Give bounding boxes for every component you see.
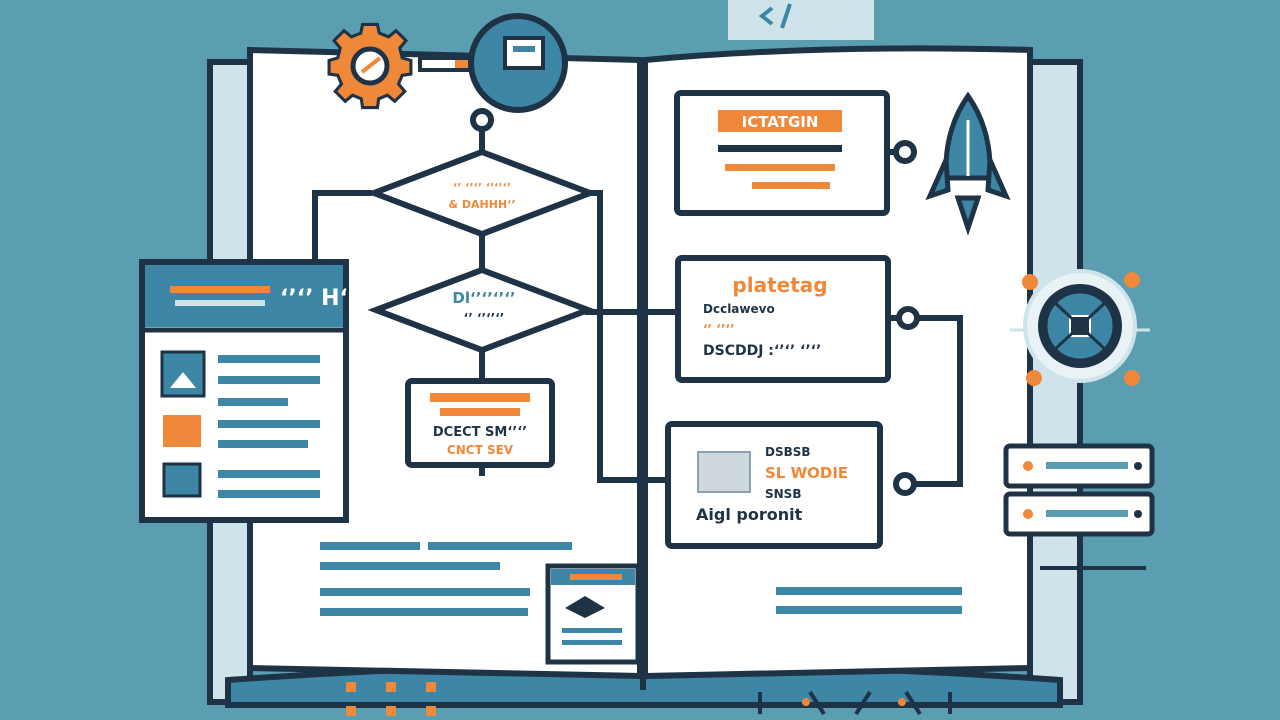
code-tag-icon [728,0,874,40]
doc-card-icon [545,563,641,665]
info-box-3-line1: DSBSB [765,445,811,459]
info-box-2-title: platetag [732,273,827,297]
server-icon [1003,443,1155,570]
info-box-1-header: ICTATGIN [742,113,819,131]
info-box-2: platetag Dcclawevo ‘’ ‘’‘’ DSCDDJ :‘’‘’ … [675,255,891,383]
network-hub-icon [1010,269,1150,386]
gear-icon [327,22,413,110]
process-box-line1: DCECT SM‘’‘’ [433,425,527,440]
process-box-line2: CNCT SEV [447,443,514,457]
decision-top-line2: & DAHHH‘’ [448,198,515,211]
chat-bubble-icon [468,13,568,113]
decision-top-line1: ‘’ ‘’‘’ ‘’‘’‘’ [453,181,511,194]
info-box-2-line2: ‘’ ‘’‘’ [703,322,735,336]
decision-top: ‘’ ‘’‘’ ‘’‘’‘’ & DAHHH‘’ [365,148,599,238]
decision-middle: Dl‘’‘’‘’‘’ ‘’ ‘’‘’‘’ [367,266,597,354]
side-window-title: ‘’‘’ H‘’V [280,286,373,311]
rocket-icon [925,91,1011,236]
process-box: DCECT SM‘’‘’ CNCT SEV [405,378,555,468]
side-window: ‘’‘’ H‘’V [139,259,373,523]
decision-middle-line2: ‘’ ‘’‘’‘’ [464,311,505,325]
info-box-3-line3: SNSB [765,487,801,501]
info-box-2-line3: DSCDDJ :‘’‘’ ‘’‘’ [703,343,821,359]
info-box-1: ICTATGIN [674,90,890,216]
decision-middle-line1: Dl‘’‘’‘’‘’ [452,289,515,307]
info-box-3-line4: Aigl poronit [696,505,803,524]
info-box-3-line2: SL WODIE [765,464,848,482]
info-box-2-line1: Dcclawevo [703,302,775,316]
info-box-3: DSBSB SL WODIE SNSB Aigl poronit [665,421,883,549]
